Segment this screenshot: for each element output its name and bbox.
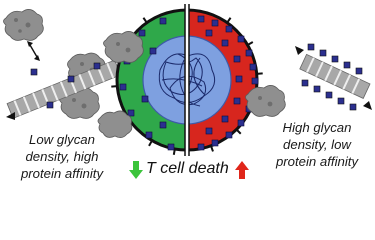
low-density-caption: Low glycan density, high protein affinit… — [2, 131, 122, 182]
high-density-caption-line-1: High glycan — [282, 120, 352, 135]
protein-blob-cell-bottom — [97, 110, 133, 138]
t-cell-death-label-group: T cell death — [126, 158, 252, 182]
polymer-chain-right — [299, 53, 371, 99]
low-density-caption-line-3: protein affinity — [20, 166, 104, 181]
t-cell-death-label: T cell death — [146, 160, 229, 177]
protein-blob-cell-right — [245, 85, 286, 117]
diagram-canvas — [3, 4, 372, 156]
low-density-caption-line-2: density, high — [25, 149, 99, 164]
protein-blob-cell-left — [103, 31, 144, 63]
high-density-caption-line-2: density, low — [283, 137, 351, 152]
glycan-markers-cell-right — [197, 15, 259, 151]
glycan-markers-right — [301, 43, 363, 111]
left-polymer-panel — [3, 9, 124, 120]
arrow-down-icon — [129, 161, 143, 179]
t-cell — [97, 4, 286, 156]
high-density-caption: High glycan density, low protein affinit… — [260, 119, 374, 170]
binding-double-arrow — [27, 41, 40, 61]
right-polymer-panel — [295, 43, 372, 111]
glycan-markers-left — [30, 62, 101, 109]
arrow-up-icon — [235, 161, 249, 179]
low-density-caption-line-1: Low glycan — [29, 132, 95, 147]
protein-blob-left-top — [3, 9, 44, 41]
high-density-caption-line-3: protein affinity — [275, 154, 359, 169]
chain-end-arrows-right — [295, 46, 372, 110]
